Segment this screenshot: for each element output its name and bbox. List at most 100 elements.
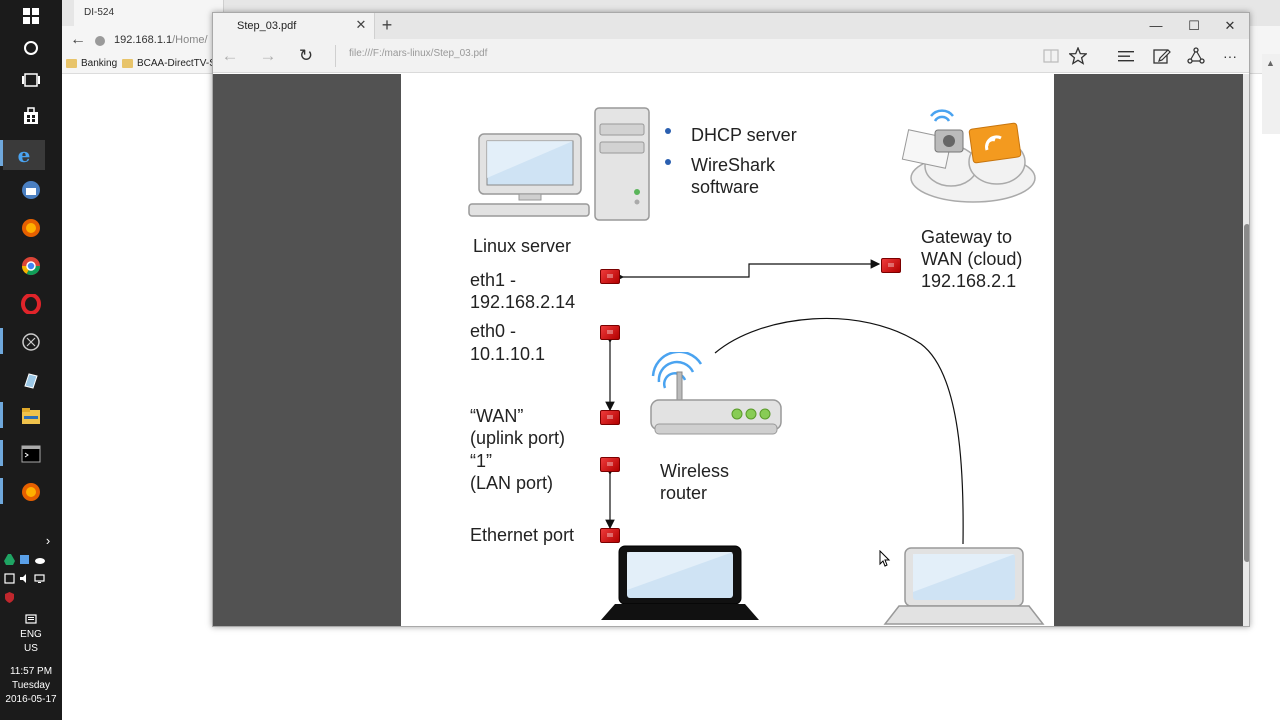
- running-indicator: [0, 478, 3, 504]
- eth1-ip: 192.168.2.14: [470, 292, 576, 312]
- lan-port-label: (LAN port): [470, 473, 554, 493]
- refresh-icon[interactable]: ↻: [298, 46, 314, 65]
- antivirus-shield-icon[interactable]: [4, 592, 15, 603]
- system-tray-row: [4, 592, 15, 603]
- wireless-link: [714, 317, 964, 545]
- background-scrollbar[interactable]: ▲: [1262, 54, 1280, 134]
- paint-icon[interactable]: [19, 368, 43, 392]
- bullet-dhcp-server: DHCP server: [691, 125, 797, 145]
- show-hidden-icons-chevron-icon[interactable]: ›: [45, 532, 51, 548]
- address-bar[interactable]: file:///F:/mars-linux/Step_03.pdf: [349, 48, 488, 59]
- task-view-icon[interactable]: [19, 68, 43, 92]
- command-prompt-icon[interactable]: [19, 442, 43, 466]
- background-page-info-icon[interactable]: [94, 34, 106, 46]
- reading-view-icon[interactable]: [1043, 48, 1059, 64]
- hub-icon[interactable]: [1117, 48, 1135, 64]
- firefox-icon[interactable]: [19, 480, 43, 504]
- wireless-router-label-line1: Wireless: [660, 461, 730, 481]
- file-explorer-icon[interactable]: [19, 404, 43, 428]
- eth1-label: eth1 -: [470, 270, 517, 290]
- edge-tab-title: Step_03.pdf: [237, 20, 297, 32]
- bullet-software: software: [691, 177, 760, 197]
- ethernet-port-label: Ethernet port: [470, 525, 575, 545]
- pdf-scrollbar-thumb[interactable]: [1244, 224, 1249, 562]
- folder-icon: [66, 59, 77, 68]
- running-indicator: [0, 328, 3, 354]
- gateway-cloud-icon: [901, 109, 1036, 203]
- background-address-path: /Home/: [172, 34, 208, 46]
- favorite-star-icon[interactable]: [1068, 46, 1088, 65]
- firefox-icon[interactable]: [19, 216, 43, 240]
- gateway-ip: 192.168.2.1: [921, 271, 1017, 291]
- forward-arrow-icon[interactable]: →: [259, 46, 277, 65]
- background-tab-title: DI-524: [84, 7, 115, 18]
- system-tray-row: [4, 554, 45, 565]
- store-icon[interactable]: [19, 104, 43, 128]
- opera-icon[interactable]: [19, 292, 43, 316]
- clock-day[interactable]: Tuesday: [12, 680, 50, 691]
- network-connections: [605, 259, 964, 545]
- eth1-to-gateway-link: [614, 259, 881, 282]
- bookmark-label: Banking: [81, 58, 118, 69]
- web-note-icon[interactable]: [1153, 47, 1171, 65]
- google-drive-icon[interactable]: [4, 554, 15, 565]
- new-tab-button[interactable]: +: [381, 15, 393, 35]
- wireless-laptop-icon: [883, 547, 1045, 625]
- bookmark-banking[interactable]: Banking: [66, 58, 117, 69]
- chrome-icon[interactable]: [19, 254, 43, 278]
- ethernet-port: [600, 528, 620, 543]
- clock-date[interactable]: 2016-05-17: [5, 694, 57, 705]
- thunderbird-icon[interactable]: [19, 178, 43, 202]
- close-button[interactable]: ✕: [1224, 18, 1236, 33]
- maximize-button[interactable]: ☐: [1188, 18, 1200, 33]
- lan1-port: [600, 457, 620, 472]
- wan-label: “WAN”: [470, 406, 524, 426]
- search-cortana-icon[interactable]: [19, 36, 43, 60]
- eth0-label: eth0 -: [470, 321, 517, 341]
- pdf-scrollbar[interactable]: [1243, 74, 1249, 626]
- action-center-icon[interactable]: [24, 608, 38, 632]
- running-indicator: [0, 402, 3, 428]
- running-indicator: [0, 140, 3, 166]
- edge-browser-icon[interactable]: e: [3, 140, 45, 170]
- background-tab[interactable]: DI-524: [74, 0, 224, 26]
- dropbox-icon[interactable]: [19, 554, 30, 565]
- minimize-button[interactable]: —: [1149, 18, 1163, 33]
- display-icon[interactable]: [34, 573, 45, 584]
- url-divider: [335, 45, 336, 67]
- background-back-arrow-icon[interactable]: ←: [70, 31, 86, 48]
- bullet-point: [665, 159, 671, 165]
- scroll-up-arrow-icon[interactable]: ▲: [1266, 58, 1275, 68]
- onedrive-icon[interactable]: [34, 554, 45, 565]
- edge-window: Step_03.pdf ✕ + — ☐ ✕ ← → ↻ file:///F:/m…: [212, 12, 1250, 627]
- bullet-point: [665, 128, 671, 134]
- windows-start-icon[interactable]: [19, 4, 43, 28]
- uplink-port-label: (uplink port): [470, 428, 566, 448]
- gateway-port: [881, 258, 901, 273]
- linux-server-label: Linux server: [473, 236, 572, 256]
- edge-tab[interactable]: Step_03.pdf ✕: [213, 13, 375, 39]
- linux-server-computer-icon: [468, 107, 650, 221]
- wired-laptop-icon: [601, 545, 759, 620]
- share-icon[interactable]: [1187, 47, 1205, 65]
- bookmark-bcaa[interactable]: BCAA-DirectTV-S: [122, 58, 216, 69]
- volume-icon[interactable]: [19, 573, 30, 584]
- tab-close-icon[interactable]: ✕: [355, 17, 367, 32]
- background-address-bar[interactable]: 192.168.1.1/Home/: [114, 31, 214, 49]
- input-language[interactable]: ENG: [20, 629, 42, 640]
- more-menu-icon[interactable]: ···: [1223, 48, 1237, 64]
- mouse-cursor-icon: [879, 550, 891, 567]
- clock-time[interactable]: 11:57 PM: [9, 666, 53, 677]
- gateway-label-line2: WAN (cloud): [921, 249, 1023, 269]
- system-tray-row: [4, 573, 45, 584]
- lan1-label: “1”: [470, 451, 492, 471]
- network-icon[interactable]: [4, 573, 15, 584]
- media-player-icon[interactable]: [19, 330, 43, 354]
- taskbar: e ›: [0, 0, 62, 720]
- edge-nav-bar: ← → ↻ file:///F:/mars-linux/Step_03.pdf …: [213, 39, 1249, 73]
- eth0-port: [600, 325, 620, 340]
- input-region[interactable]: US: [24, 643, 38, 654]
- back-arrow-icon[interactable]: ←: [221, 46, 239, 65]
- eth1-port: [600, 269, 620, 284]
